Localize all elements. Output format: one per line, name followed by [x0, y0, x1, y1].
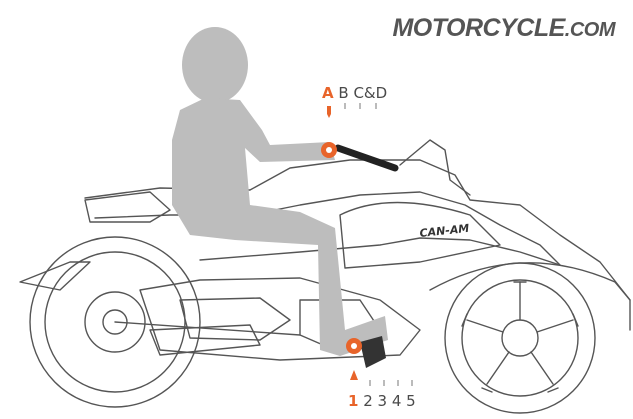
handlebar-active-label: A	[322, 84, 334, 102]
handlebar-other-labels: B C&D	[338, 84, 388, 102]
rear-wheel	[29, 236, 201, 408]
handlebar-arrow	[327, 106, 331, 118]
engine-detail	[179, 297, 291, 341]
watermark-logo: MOTORCYCLE.COM	[392, 14, 615, 43]
footpeg-marker	[346, 338, 362, 354]
windshield	[399, 139, 471, 196]
handlebar-tick-marks	[344, 103, 377, 109]
footpeg-active-label: 1	[348, 392, 359, 410]
swing-arm	[114, 321, 301, 336]
can-am-badge: CAN-AM	[419, 222, 470, 240]
footpeg-position-labels: 1 2 3 4 5	[348, 392, 416, 410]
footpeg-arrow	[350, 370, 358, 380]
front-fender	[429, 262, 631, 331]
watermark-domain: .COM	[564, 19, 616, 41]
side-panel	[339, 201, 501, 269]
rider-silhouette	[172, 27, 388, 356]
footpeg-tick-marks	[369, 380, 413, 386]
body-upper-line	[84, 159, 631, 301]
handlebar-grip	[334, 144, 399, 172]
engine-block	[139, 277, 421, 361]
handlebar-position-labels: A B C&D	[322, 84, 387, 102]
rear-light	[19, 261, 91, 291]
body-lower-line	[199, 237, 561, 266]
watermark-brand: MOTORCYCLE	[392, 14, 565, 42]
footpeg-bracket	[360, 336, 386, 368]
tail-section	[84, 191, 171, 223]
handlebar-marker	[321, 142, 337, 158]
exhaust	[149, 324, 261, 356]
footpeg-other-labels: 2 3 4 5	[363, 392, 416, 410]
front-wheel	[444, 262, 596, 414]
